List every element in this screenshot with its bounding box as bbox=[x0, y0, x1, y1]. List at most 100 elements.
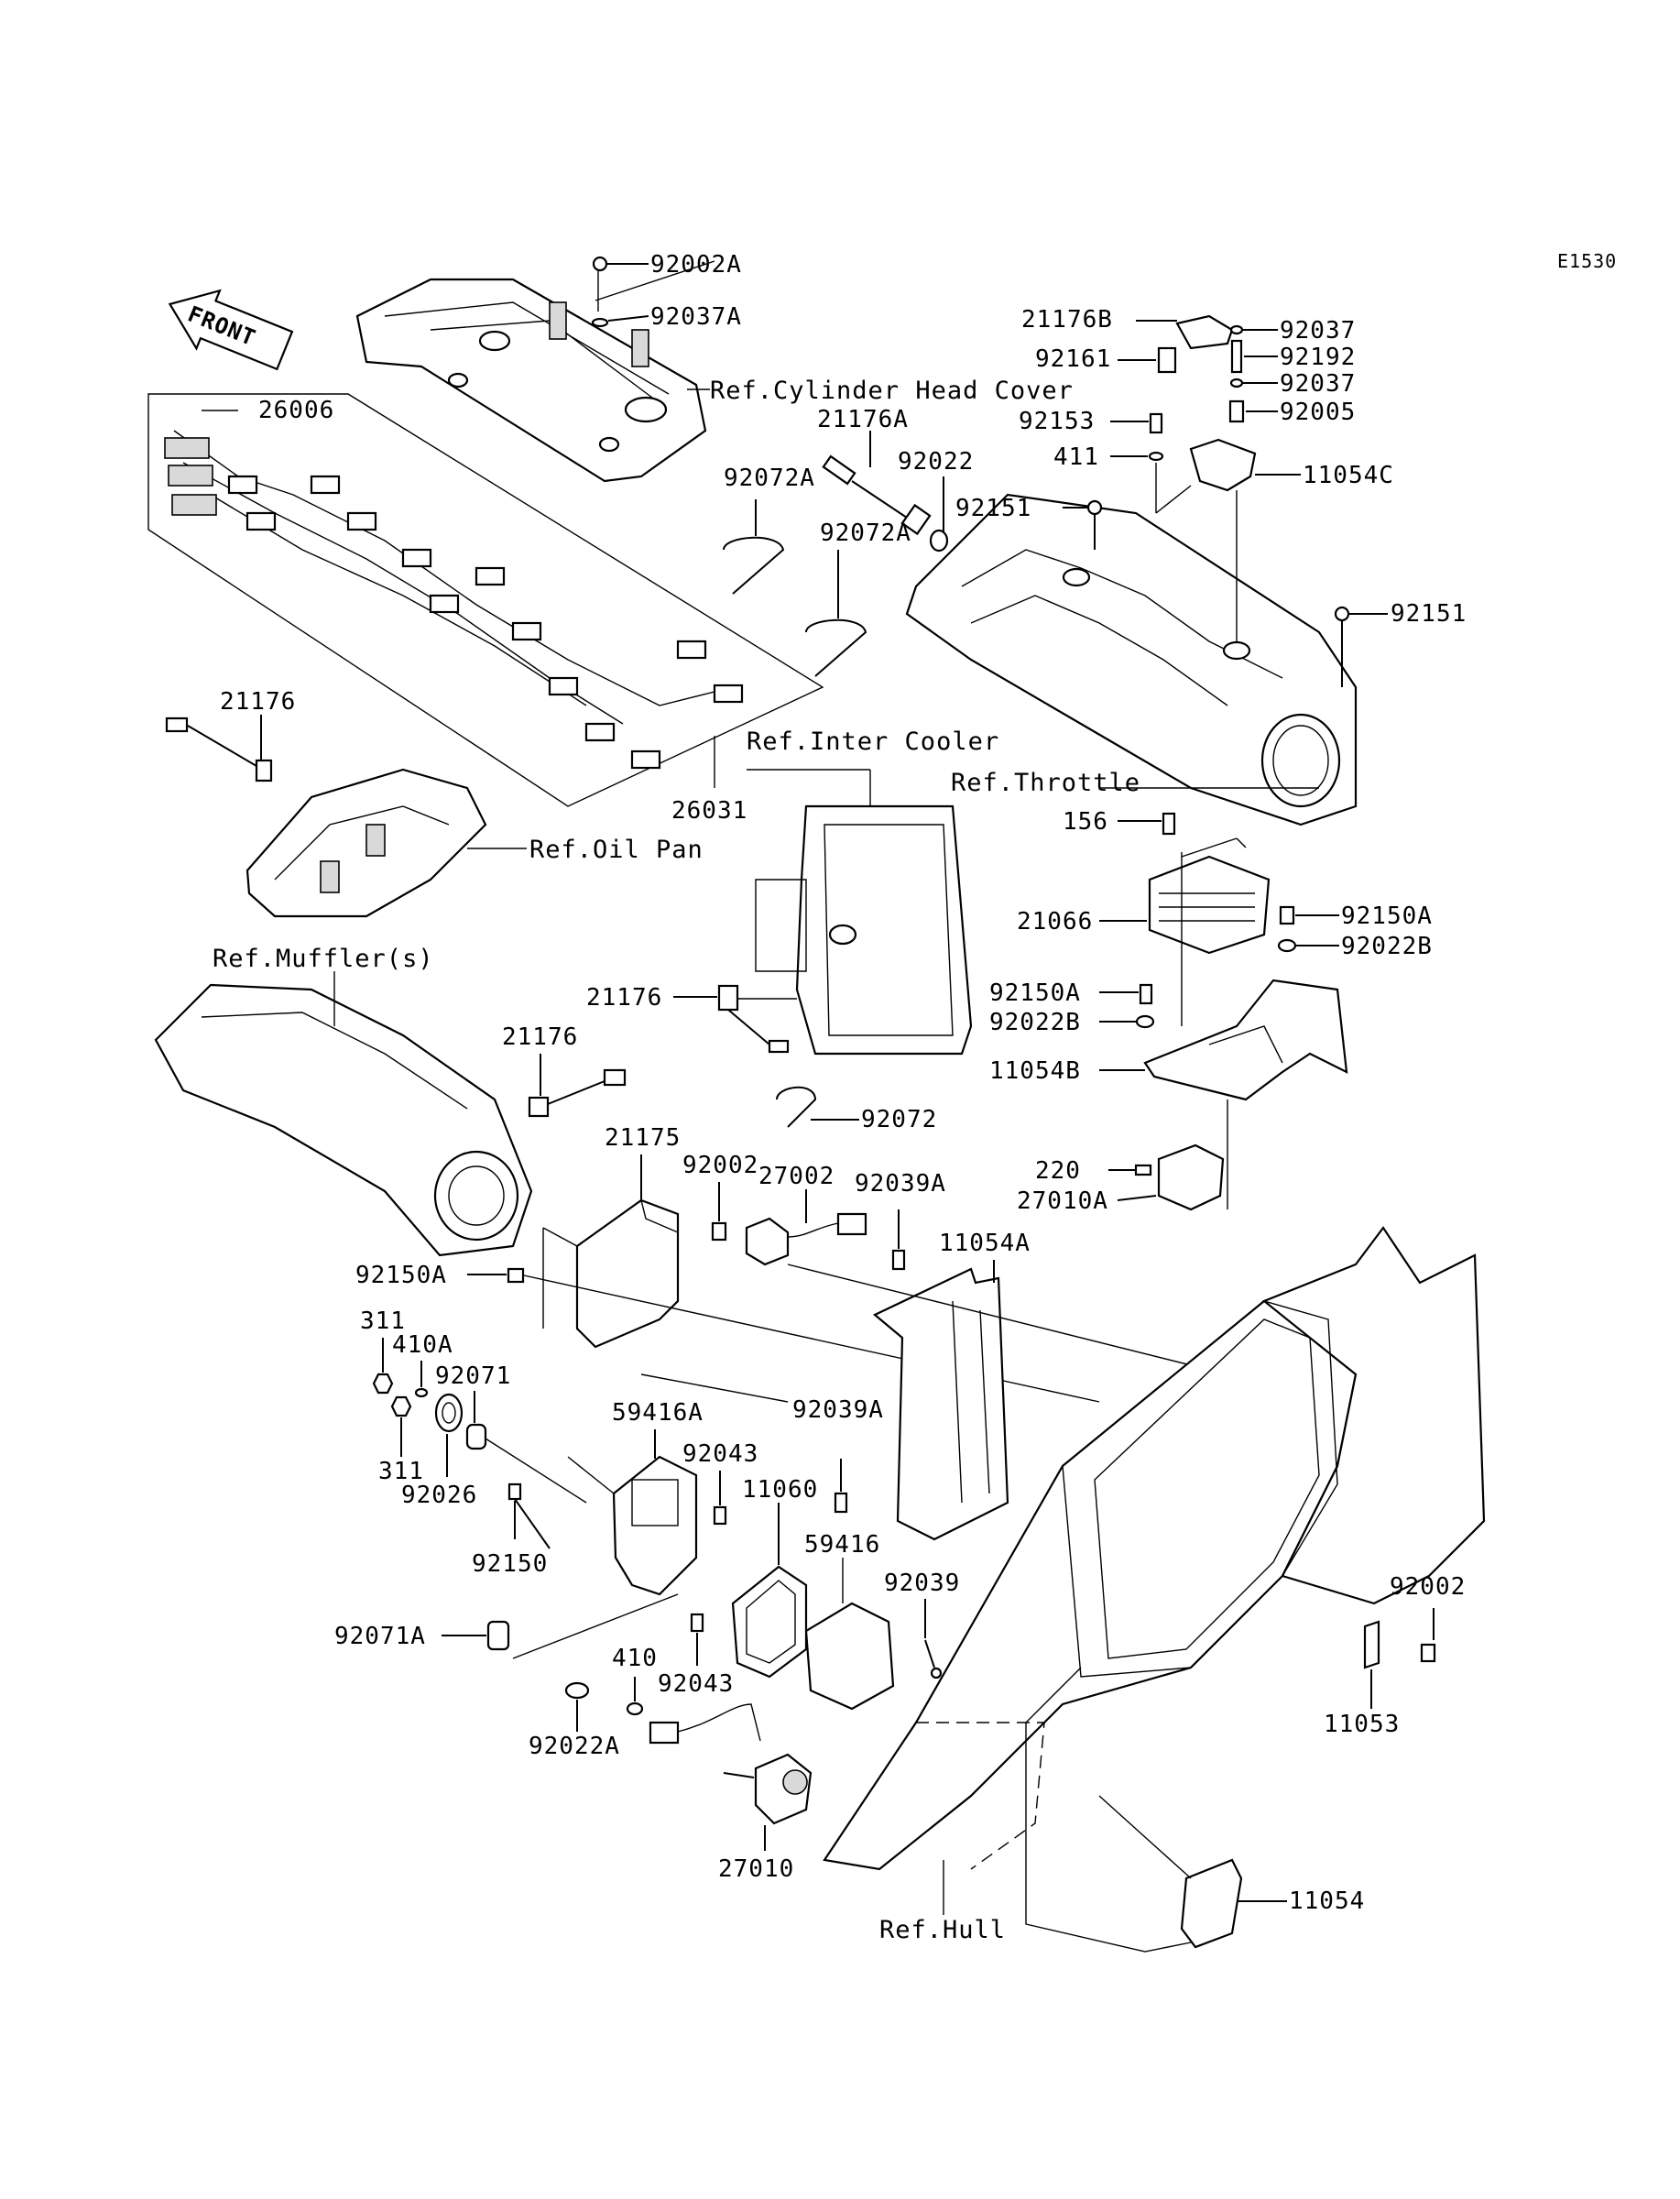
part-label-21176-muffler: 21176 bbox=[502, 1023, 578, 1051]
washer-92037A bbox=[591, 315, 649, 328]
part-label-11054: 11054 bbox=[1289, 1887, 1365, 1915]
bolt-92150 bbox=[507, 1482, 551, 1549]
part-label-92022: 92022 bbox=[898, 448, 974, 476]
part-label-92150A-left: 92150A bbox=[355, 1262, 447, 1289]
bolt-92005 bbox=[1228, 399, 1278, 423]
part-label-311-top: 311 bbox=[360, 1307, 406, 1335]
washer-92022B-right bbox=[1277, 938, 1339, 953]
ref-throttle: Ref.Throttle bbox=[951, 769, 1140, 797]
ref-oil-pan: Ref.Oil Pan bbox=[529, 836, 704, 864]
part-label-21176-top: 21176 bbox=[220, 688, 296, 716]
sensor-21176A bbox=[822, 431, 932, 536]
box-59416A bbox=[512, 1429, 698, 1659]
screw-220 bbox=[1108, 1164, 1152, 1176]
ecu-21175 bbox=[542, 1154, 680, 1349]
washer-410A bbox=[414, 1361, 429, 1398]
part-label-92150: 92150 bbox=[472, 1550, 548, 1578]
part-label-21176A: 21176A bbox=[817, 406, 909, 433]
washer-92022 bbox=[929, 476, 949, 552]
screw-92039 bbox=[924, 1599, 943, 1679]
part-label-92037-mid: 92037 bbox=[1280, 370, 1356, 398]
cylinder-head-cover bbox=[355, 260, 715, 483]
washer-92022A bbox=[564, 1681, 590, 1732]
part-label-92039: 92039 bbox=[884, 1570, 960, 1597]
part-label-92005: 92005 bbox=[1280, 399, 1356, 426]
part-label-27002: 27002 bbox=[758, 1163, 835, 1190]
part-label-92002-right: 92002 bbox=[1390, 1573, 1466, 1601]
part-label-26031: 26031 bbox=[671, 797, 747, 825]
part-label-92192: 92192 bbox=[1280, 344, 1356, 371]
ref-hull: Ref.Hull bbox=[879, 1916, 1006, 1944]
washer-411 bbox=[1110, 451, 1164, 462]
diagram-code: E1530 bbox=[1557, 250, 1617, 272]
part-label-92022B-mid: 92022B bbox=[989, 1009, 1081, 1036]
bolt-92150A-left bbox=[467, 1267, 1100, 1403]
part-label-92026: 92026 bbox=[401, 1482, 477, 1509]
bolt-92002-right bbox=[1420, 1608, 1436, 1663]
part-label-92072A-2: 92072A bbox=[820, 520, 911, 547]
regulator-21066 bbox=[1099, 837, 1271, 955]
pin-92192 bbox=[1230, 339, 1278, 374]
part-label-26006: 26006 bbox=[258, 397, 334, 424]
washer-92037-mid bbox=[1229, 377, 1278, 388]
part-label-92161: 92161 bbox=[1035, 345, 1111, 373]
hull bbox=[823, 1226, 1486, 1953]
part-label-92022B-right: 92022B bbox=[1341, 933, 1433, 960]
coil-27002 bbox=[745, 1189, 867, 1266]
washer-410 bbox=[626, 1677, 644, 1716]
wiring-harness-group bbox=[147, 393, 824, 807]
part-label-11054A: 11054A bbox=[939, 1230, 1031, 1257]
part-label-11060: 11060 bbox=[742, 1476, 818, 1504]
bolt-92153 bbox=[1110, 412, 1163, 434]
part-label-410: 410 bbox=[612, 1645, 658, 1672]
part-label-156: 156 bbox=[1063, 808, 1108, 836]
bolt-92039A-top bbox=[891, 1209, 906, 1271]
part-label-92002-mid: 92002 bbox=[682, 1152, 758, 1179]
part-label-92153: 92153 bbox=[1019, 408, 1095, 435]
part-label-311-bottom: 311 bbox=[378, 1458, 424, 1485]
front-arrow-icon: FRONT bbox=[168, 289, 294, 371]
part-label-410A: 410A bbox=[392, 1331, 453, 1359]
part-label-92071: 92071 bbox=[435, 1362, 511, 1390]
pin-92043-bottom bbox=[690, 1613, 704, 1666]
seal-92026 bbox=[434, 1393, 464, 1477]
bolt-92151-a bbox=[1063, 499, 1103, 550]
part-label-27010: 27010 bbox=[718, 1855, 794, 1883]
bracket-11054 bbox=[1098, 1795, 1287, 1949]
bolt-92151-b bbox=[1334, 606, 1388, 687]
part-label-11054C: 11054C bbox=[1303, 462, 1394, 489]
ref-inter-cooler: Ref.Inter Cooler bbox=[747, 728, 999, 756]
part-label-220: 220 bbox=[1035, 1157, 1081, 1185]
band-92072 bbox=[776, 1086, 859, 1128]
ref-cylinder-head-cover: Ref.Cylinder Head Cover bbox=[710, 377, 1074, 405]
oil-pan bbox=[245, 768, 527, 918]
bracket-11053 bbox=[1363, 1620, 1380, 1709]
gasket-11060 bbox=[731, 1503, 808, 1679]
sensor-21176-top bbox=[165, 715, 273, 782]
bracket-11054C bbox=[1155, 438, 1301, 641]
part-label-92002A: 92002A bbox=[650, 251, 742, 279]
part-label-21176B: 21176B bbox=[1021, 306, 1113, 334]
washer-92022B-mid bbox=[1099, 1014, 1155, 1029]
washer-92037-top bbox=[1229, 324, 1278, 335]
muffler bbox=[154, 971, 533, 1257]
part-label-92039A-mid: 92039A bbox=[792, 1396, 884, 1424]
part-label-92151-b: 92151 bbox=[1391, 600, 1467, 628]
band-92072A-2 bbox=[805, 550, 867, 677]
bolt-92150A-right bbox=[1279, 905, 1339, 925]
part-label-59416: 59416 bbox=[804, 1531, 880, 1559]
part-label-92072: 92072 bbox=[861, 1106, 937, 1133]
sensor-21176B bbox=[1136, 314, 1234, 350]
part-label-92037A: 92037A bbox=[650, 303, 742, 331]
part-label-411: 411 bbox=[1053, 443, 1099, 471]
part-label-92150A-right: 92150A bbox=[1341, 903, 1433, 930]
part-label-92071A: 92071A bbox=[334, 1623, 426, 1650]
bracket-11054B bbox=[1099, 852, 1348, 1209]
throttle-body-assembly bbox=[905, 493, 1358, 826]
bolt-92002A bbox=[592, 256, 649, 272]
grommet-92071 bbox=[465, 1391, 587, 1504]
box-59416 bbox=[804, 1558, 895, 1711]
bolt-92039A-mid bbox=[834, 1459, 848, 1514]
collar-92161 bbox=[1118, 346, 1177, 374]
bolt-92150A-mid bbox=[1099, 983, 1153, 1005]
